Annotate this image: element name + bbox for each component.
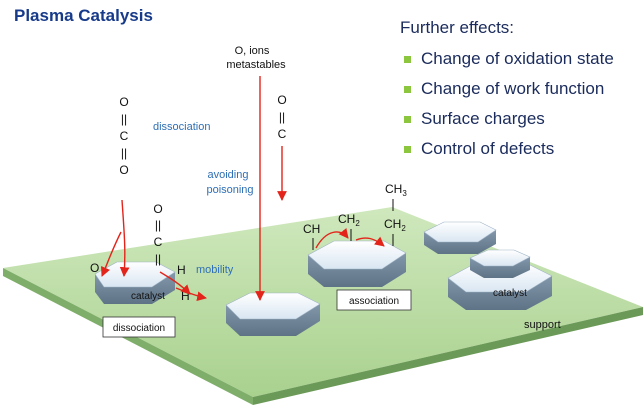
bullet-icon xyxy=(404,55,411,63)
dissociation-box-label: dissociation xyxy=(113,323,165,334)
ch2-label: CH2 xyxy=(338,212,360,228)
page-title: Plasma Catalysis xyxy=(14,6,153,25)
co2-down-arrow xyxy=(119,199,130,277)
mobility-annotation: mobility xyxy=(196,264,234,276)
effect-item: Surface charges xyxy=(400,104,614,134)
co2-c: C xyxy=(120,129,129,143)
hydrocarbon-chain: CH CH2 CH3 CH2 xyxy=(303,182,407,250)
o-release-arrow xyxy=(100,231,122,277)
co-falling-c: C xyxy=(278,127,287,141)
catalyst-particle-stacked xyxy=(447,249,553,310)
bullet-icon xyxy=(404,145,411,153)
catalyst-particle-left xyxy=(94,261,176,304)
co-adsorbed-c: C xyxy=(154,235,163,249)
co2-top-o: O xyxy=(119,95,128,109)
effect-item: Control of defects xyxy=(400,134,614,164)
effect-text: Control of defects xyxy=(421,139,555,158)
co-adsorbed-bond-2: || xyxy=(155,252,161,266)
co-falling-bond: || xyxy=(279,110,285,124)
association-box-label: association xyxy=(349,296,399,307)
catalyst-particle-top-right xyxy=(423,221,497,254)
incoming-line-1: O, ions xyxy=(235,45,270,57)
catalyst-label-right: catalyst xyxy=(493,288,527,299)
incoming-line-2: metastables xyxy=(226,59,286,71)
co-falling-o: O xyxy=(277,93,286,107)
catalyst-particle-association xyxy=(307,240,407,287)
further-effects-list: Further effects: Change of oxidation sta… xyxy=(400,18,614,164)
effect-text: Change of work function xyxy=(421,79,605,98)
dissociation-box: dissociation xyxy=(102,316,176,338)
co-adsorbed-o: O xyxy=(153,202,162,216)
co2-bond-1: || xyxy=(121,112,127,126)
avoiding-poisoning-line-1: avoiding xyxy=(208,169,249,181)
association-arrow-2 xyxy=(355,236,385,247)
oxygen-atom-label: O xyxy=(90,261,99,275)
association-box: association xyxy=(336,289,412,311)
support-top-face xyxy=(3,207,643,397)
dissociation-annotation: dissociation xyxy=(153,121,210,133)
h-mobility-arrow xyxy=(175,287,207,302)
catalyst-particle-center xyxy=(225,292,321,336)
ch2b-label: CH2 xyxy=(384,217,406,233)
further-effects-heading: Further effects: xyxy=(400,18,515,37)
bullet-icon xyxy=(404,115,411,123)
effect-item: Change of oxidation state xyxy=(400,44,614,74)
support-slab xyxy=(3,207,643,405)
effect-text: Surface charges xyxy=(421,109,545,128)
reaction-arrows xyxy=(100,76,385,302)
co2-molecule: O || C || O xyxy=(119,95,128,177)
h-migration-arrow xyxy=(159,271,191,295)
co2-bottom-o: O xyxy=(119,163,128,177)
hydrogen-atom-label-2: H xyxy=(181,289,190,303)
avoiding-poisoning-line-2: poisoning xyxy=(206,184,253,196)
ch3-label: CH3 xyxy=(385,182,407,198)
effect-text: Change of oxidation state xyxy=(421,49,614,68)
support-label: support xyxy=(524,319,561,331)
hydrogen-atom-label-1: H xyxy=(177,263,186,277)
co-falling-molecule: O || C xyxy=(277,93,286,141)
incoming-species-label: O, ions metastables xyxy=(226,45,286,71)
support-right-face xyxy=(253,307,643,405)
ch-label: CH xyxy=(303,222,320,236)
co-adsorbed-bond: || xyxy=(155,218,161,232)
effect-item: Change of work function xyxy=(400,74,614,104)
catalyst-label-left: catalyst xyxy=(131,291,165,302)
bullet-icon xyxy=(404,85,411,93)
association-arrow-1 xyxy=(315,228,349,249)
co-adsorbed-molecule: O || C || xyxy=(153,202,162,266)
co2-bond-2: || xyxy=(121,146,127,160)
